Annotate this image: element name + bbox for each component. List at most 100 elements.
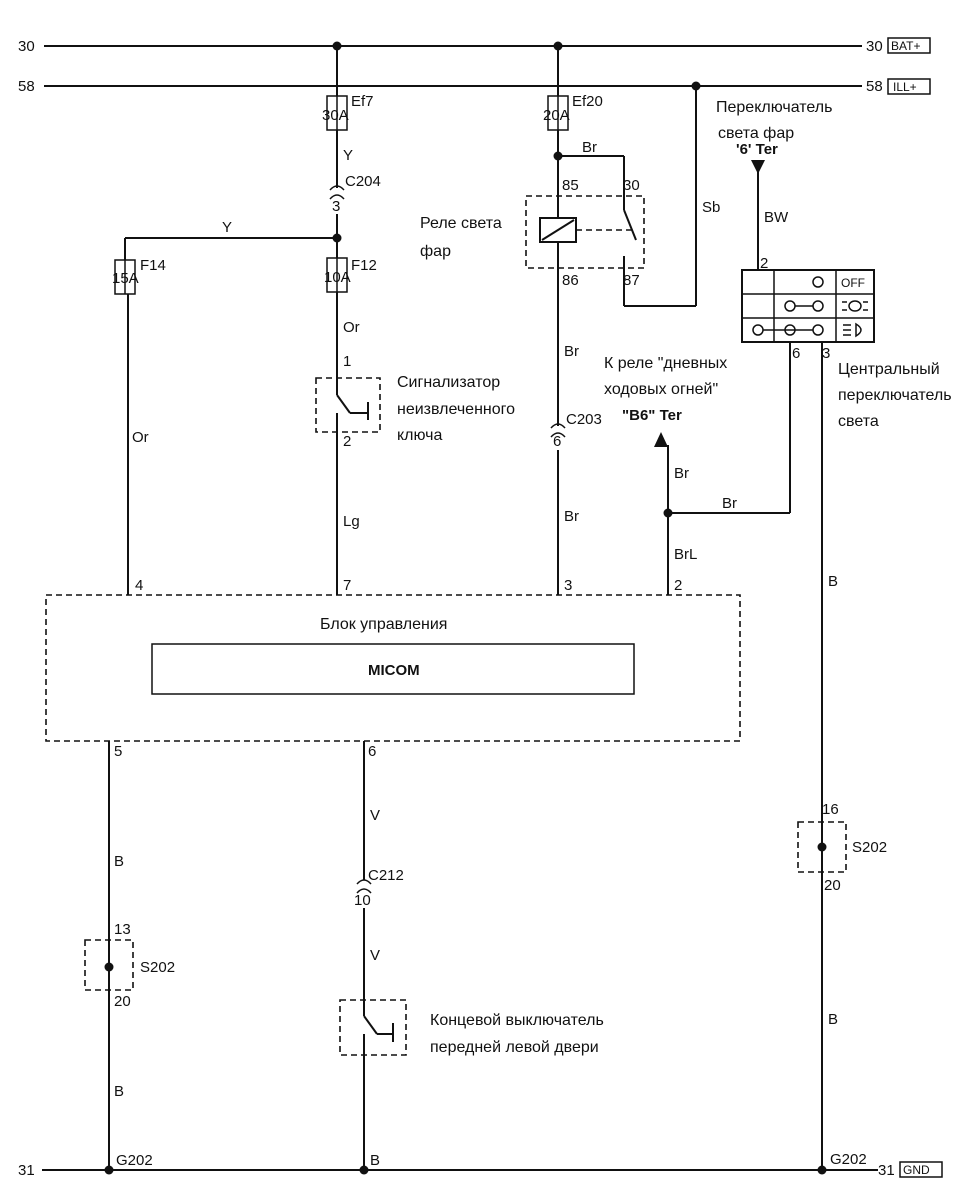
key-warning-label-line2: неизвлеченного bbox=[397, 401, 515, 418]
fuse-f12: F12 10A bbox=[324, 257, 377, 293]
key-warning-label-line1: Сигнализатор bbox=[397, 374, 500, 391]
central-switch-off-label: OFF bbox=[841, 276, 865, 290]
wire-b-right-2: B bbox=[828, 1011, 838, 1028]
wire-or-1: Or bbox=[343, 319, 360, 336]
door-switch: Концевой выключатель передней левой двер… bbox=[339, 999, 604, 1056]
fuse-f14-rating: 15A bbox=[112, 270, 139, 287]
wire-brl: BrL bbox=[674, 546, 697, 563]
central-switch-line1: Центральный bbox=[838, 361, 940, 378]
connector-c203-label: C203 bbox=[566, 411, 602, 428]
central-switch-pin6: 6 bbox=[792, 345, 800, 362]
beam-switch-ref: '6' Ter bbox=[736, 141, 778, 158]
splice-right-top: 16 bbox=[822, 801, 839, 818]
control-unit-pin7: 7 bbox=[343, 577, 351, 594]
wire-lg: Lg bbox=[343, 513, 360, 530]
fuse-ef20-rating: 20A bbox=[543, 107, 570, 124]
wire-br-up: Br bbox=[674, 465, 689, 482]
control-unit-pin6: 6 bbox=[368, 743, 376, 760]
beam-switch-line1: Переключатель bbox=[716, 99, 832, 116]
wire-v-2: V bbox=[370, 947, 380, 964]
ground-right: G202 bbox=[830, 1151, 867, 1168]
connector-c212-label: C212 bbox=[368, 867, 404, 884]
fuse-f12-name: F12 bbox=[351, 257, 377, 274]
central-switch-line2: переключатель bbox=[838, 387, 952, 404]
rail-30-right-label: 30 bbox=[866, 38, 883, 55]
relay-pin-87: 87 bbox=[623, 272, 640, 289]
control-unit-title: Блок управления bbox=[320, 616, 447, 633]
control-unit-pin5: 5 bbox=[114, 743, 122, 760]
wire-b-left-2: B bbox=[114, 1083, 124, 1100]
drl-arrow-icon bbox=[654, 432, 668, 447]
key-warning-label-line3: ключа bbox=[397, 427, 443, 444]
control-unit: 4 7 3 2 Блок управления MICOM 5 6 bbox=[45, 577, 741, 760]
splice-s202-right: 16 20 S202 bbox=[797, 801, 887, 894]
drl-relay-reference: К реле "дневных ходовых огней" "B6" Ter bbox=[604, 355, 727, 447]
splice-right-bottom: 20 bbox=[824, 877, 841, 894]
rail-30: 30 30 BAT+ bbox=[18, 37, 931, 55]
drl-label-line2: ходовых огней" bbox=[604, 381, 718, 398]
fuse-ef7-name: Ef7 bbox=[351, 93, 374, 110]
micom-label: MICOM bbox=[368, 662, 420, 679]
fuse-ef7: Ef7 30A bbox=[322, 93, 374, 131]
fuse-ef7-rating: 30A bbox=[322, 107, 349, 124]
wire-y-2: Y bbox=[222, 219, 232, 236]
splice-left-top: 13 bbox=[114, 921, 131, 938]
connector-c204-pin: 3 bbox=[332, 198, 340, 215]
wire-br-right: Br bbox=[722, 495, 737, 512]
beam-switch-arrow-icon bbox=[751, 160, 765, 174]
key-warning-switch: 1 2 Сигнализатор неизвлеченного ключа bbox=[315, 353, 515, 450]
central-switch-pin3: 3 bbox=[822, 345, 830, 362]
splice-left-name: S202 bbox=[140, 959, 175, 976]
wire-b-left-1: B bbox=[114, 853, 124, 870]
rail-58-tag: ILL+ bbox=[893, 80, 917, 94]
rail-31-right-label: 31 bbox=[878, 1162, 895, 1179]
wire-bw: BW bbox=[764, 209, 789, 226]
relay-pin-30: 30 bbox=[623, 177, 640, 194]
central-switch-line3: света bbox=[838, 413, 879, 430]
control-unit-pin4: 4 bbox=[135, 577, 143, 594]
splice-s202-left: 13 20 S202 bbox=[84, 921, 175, 1010]
connector-c212-pin: 10 bbox=[354, 892, 371, 909]
rail-58: 58 58 ILL+ bbox=[18, 78, 931, 95]
key-warning-pin1: 1 bbox=[343, 353, 351, 370]
headlight-icon bbox=[843, 322, 862, 338]
connector-c204-label: C204 bbox=[345, 173, 381, 190]
fuse-f14: F14 15A bbox=[112, 257, 166, 295]
key-warning-pin2: 2 bbox=[343, 433, 351, 450]
central-switch-pin2: 2 bbox=[760, 255, 768, 272]
parking-light-icon bbox=[842, 300, 868, 312]
wire-b-right-1: B bbox=[828, 573, 838, 590]
fuse-ef20-name: Ef20 bbox=[572, 93, 603, 110]
wire-br-mid: Br bbox=[564, 343, 579, 360]
beam-switch-line2: света фар bbox=[718, 125, 794, 142]
wire-br-low: Br bbox=[564, 508, 579, 525]
fuse-ef20: Ef20 20A bbox=[543, 93, 603, 131]
rail-58-right-label: 58 bbox=[866, 78, 883, 95]
rail-31-left-label: 31 bbox=[18, 1162, 35, 1179]
connector-c212: C212 10 bbox=[354, 867, 404, 909]
rail-30-left-label: 30 bbox=[18, 38, 35, 55]
headlight-relay: 85 30 86 87 Реле света фар bbox=[420, 177, 645, 289]
relay-label-line1: Реле света bbox=[420, 215, 502, 232]
relay-label-line2: фар bbox=[420, 243, 451, 260]
door-switch-line1: Концевой выключатель bbox=[430, 1012, 604, 1029]
connector-c203-pin: 6 bbox=[553, 433, 561, 450]
connector-c203: C203 6 bbox=[550, 411, 602, 450]
drl-label-ref: "B6" Ter bbox=[622, 407, 682, 424]
wire-b-mid-ground: B bbox=[370, 1152, 380, 1169]
wire-y-1: Y bbox=[343, 147, 353, 164]
control-unit-pin3: 3 bbox=[564, 577, 572, 594]
splice-left-bottom: 20 bbox=[114, 993, 131, 1010]
wire-v-1: V bbox=[370, 807, 380, 824]
rail-31: 31 31 GND bbox=[18, 1161, 943, 1179]
rail-31-tag: GND bbox=[903, 1163, 930, 1177]
drl-label-line1: К реле "дневных bbox=[604, 355, 727, 372]
splice-right-name: S202 bbox=[852, 839, 887, 856]
connector-c204: C204 3 bbox=[329, 173, 381, 215]
control-unit-pin2: 2 bbox=[674, 577, 682, 594]
rail-30-tag: BAT+ bbox=[891, 39, 920, 53]
wire-sb: Sb bbox=[702, 199, 720, 216]
ground-left: G202 bbox=[116, 1152, 153, 1169]
rail-58-left-label: 58 bbox=[18, 78, 35, 95]
